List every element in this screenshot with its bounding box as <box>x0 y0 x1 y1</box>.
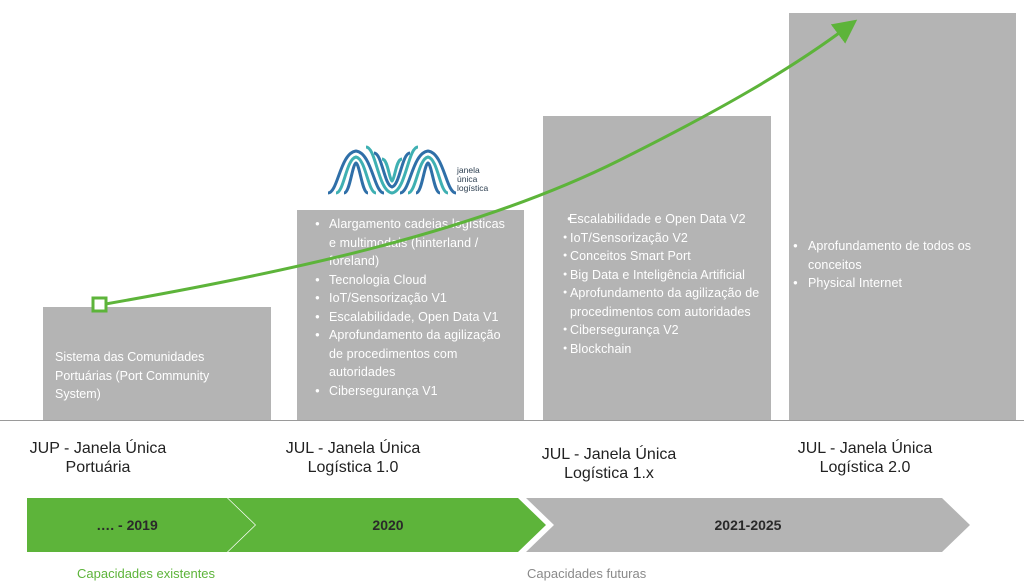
column-jup: Sistema das Comunidades Portuárias (Port… <box>43 307 271 420</box>
phase-label-jul-1-0: JUL - Janela Única Logística 1.0 <box>285 440 421 476</box>
timeline-label: 2021-2025 <box>714 517 782 533</box>
baseline <box>0 420 1024 421</box>
list-item: Conceitos Smart Port <box>563 247 763 266</box>
caption-existing: Capacidades existentes <box>77 566 216 581</box>
column-jul-2-0: Aprofundamento de todos os conceitos Phy… <box>789 13 1016 420</box>
list-item: Escalabilidade e Open Data V2 <box>553 210 763 229</box>
logo-text: janela única logística <box>457 165 489 193</box>
list-item: Escalabilidade, Open Data V1 <box>315 308 514 327</box>
list-item: Physical Internet <box>793 274 1006 293</box>
list-item: Tecnologia Cloud <box>315 271 514 290</box>
column-jup-text: Sistema das Comunidades Portuárias (Port… <box>55 350 210 401</box>
list-item: Aprofundamento da agilização de procedim… <box>563 284 763 321</box>
column-jul-1-0-list: Alargamento cadeias logísticas e multimo… <box>315 215 514 400</box>
column-jul-1-x: Escalabilidade e Open Data V2 IoT/Sensor… <box>543 116 771 420</box>
janela-unica-logo <box>327 145 457 195</box>
list-item: Blockchain <box>563 340 763 359</box>
timeline-segment-2019: …. - 2019 <box>27 498 255 552</box>
list-item: IoT/Sensorização V1 <box>315 289 514 308</box>
list-item: Cibersegurança V1 <box>315 382 514 401</box>
timeline-label: …. - 2019 <box>96 517 158 533</box>
list-item: Alargamento cadeias logísticas e multimo… <box>315 215 514 271</box>
start-marker-icon <box>91 296 108 313</box>
list-item: IoT/Sensorização V2 <box>563 229 763 248</box>
list-item: Aprofundamento da agilização de procedim… <box>315 326 514 382</box>
phase-label-jup: JUP - Janela Única Portuária <box>29 440 167 476</box>
list-item: Aprofundamento de todos os conceitos <box>793 237 1006 274</box>
caption-future: Capacidades futuras <box>527 566 647 581</box>
phase-label-jul-1-x: JUL - Janela Única Logística 1.x <box>541 446 677 482</box>
column-jul-1-x-sublist: IoT/Sensorização V2 Conceitos Smart Port… <box>563 229 763 359</box>
timeline-segment-2021-2025: 2021-2025 <box>526 498 970 552</box>
list-item: Cibersegurança V2 <box>563 321 763 340</box>
timeline-label: 2020 <box>372 517 404 533</box>
phase-label-jul-2-0: JUL - Janela Única Logística 2.0 <box>797 440 933 476</box>
column-jul-1-0: Alargamento cadeias logísticas e multimo… <box>297 210 524 420</box>
column-jul-1-x-list: Escalabilidade e Open Data V2 <box>553 210 763 229</box>
column-jul-2-0-list: Aprofundamento de todos os conceitos Phy… <box>793 237 1006 293</box>
timeline-segment-2020: 2020 <box>228 498 546 552</box>
list-item: Big Data e Inteligência Artificial <box>563 266 763 285</box>
